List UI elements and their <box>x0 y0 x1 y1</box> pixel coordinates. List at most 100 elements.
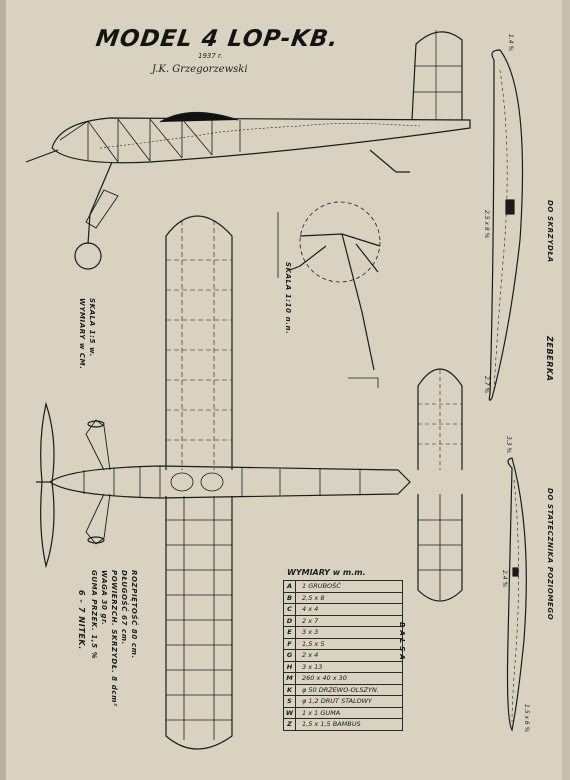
wing-section-profile <box>159 111 239 123</box>
row-value: φ 1,2 DRUT STALOWY <box>295 695 403 708</box>
tail-skid <box>369 149 410 173</box>
row-value: 3 x 3 <box>295 626 403 639</box>
stabilizer-rib-label: DO STATECZNIKA POZIOMEGO <box>546 488 554 621</box>
gear-right-top <box>85 493 111 545</box>
wheel <box>74 242 102 270</box>
wing-left-outline <box>165 215 233 470</box>
fuselage-side-outline <box>51 117 471 164</box>
wing-root-ring-right <box>200 472 224 492</box>
row-code: A <box>283 580 296 593</box>
fuselage-top-outline <box>48 465 411 499</box>
wheel-axle-strut <box>87 213 91 245</box>
fin-ribs <box>414 30 462 120</box>
spec-weight: WAGA 30 gr. <box>100 570 108 626</box>
row-code: W <box>283 706 296 719</box>
balsa-group: BALSA <box>398 596 422 682</box>
row-code: B <box>283 591 296 604</box>
wing-rib-lines <box>166 220 232 470</box>
rib-dim-2: 2.5 x 8 % <box>483 210 490 239</box>
spec-strands: 6 - 7 NITEK. <box>77 590 86 650</box>
page-title: MODEL 4 LOP-KB. <box>94 26 341 52</box>
stab-rib-inner <box>511 479 519 723</box>
landing-leg-front <box>341 233 375 371</box>
balsa-label: BALSA <box>398 622 406 663</box>
prop-blade-line <box>299 233 381 247</box>
wing-rib-label: DO SKRZYDŁA <box>546 200 554 263</box>
wing-rib-profile <box>488 49 524 401</box>
gear-left-top <box>85 419 111 471</box>
row-code: S <box>283 695 296 708</box>
row-code: D <box>283 614 296 627</box>
prop-disc <box>299 201 381 283</box>
vertical-fin <box>411 31 463 121</box>
fuselage-side-struts <box>59 118 241 163</box>
stabilizer-right <box>417 494 463 602</box>
propeller-top-view <box>40 401 55 569</box>
wing-rib-outline <box>488 49 524 401</box>
row-code: Z <box>283 718 296 731</box>
row-value: 3 x 13 <box>295 660 403 673</box>
row-value: 260 x 40 x 30 <box>295 672 403 685</box>
rib-dim-4: 3.3 % <box>505 436 512 454</box>
row-code: C <box>283 603 296 616</box>
wing-right-outline <box>165 496 233 750</box>
stabilizer-rib-profile <box>506 457 527 732</box>
designer-signature: J.K. Grzegorzewski <box>152 64 248 75</box>
row-value: 1,5 x 1,5 BAMBUS <box>295 718 403 731</box>
spec-rubber: GUMA PRZEK. 1,5 % <box>90 570 98 660</box>
row-code: M <box>283 672 296 685</box>
wheel-right-top <box>87 536 105 544</box>
fuselage-top-frames <box>83 466 361 498</box>
landing-leg-left <box>289 245 327 271</box>
stabilizer-left <box>417 368 463 470</box>
wheel-left-top <box>87 420 105 428</box>
dimensions-table-header: WYMIARY w m.m. <box>287 568 366 577</box>
rib-dim-3: 2.7 % <box>483 376 490 394</box>
row-code: E <box>283 626 296 639</box>
spec-wing-area: POWIERZCH. SKRZYDŁ. 8 dcm² <box>110 570 118 707</box>
row-value: φ 50 DRZEWO-OLSZYN. <box>295 683 403 696</box>
spec-wingspan: ROZPIĘTOŚĆ 80 cm. <box>130 570 138 659</box>
row-code: K <box>283 683 296 696</box>
strut-right <box>355 243 379 273</box>
rib-dim-5: 2.4 % <box>501 570 508 588</box>
row-code: H <box>283 660 296 673</box>
top-view <box>36 215 463 750</box>
propeller-shaft <box>25 149 59 163</box>
row-value: 1 GRUBOŚĆ <box>295 580 403 593</box>
row-value: 4 x 4 <box>295 603 403 616</box>
landing-gear-leg <box>89 161 113 215</box>
row-value: 1,5 x 5 <box>295 637 403 650</box>
wing-rib-spar <box>505 199 515 215</box>
ribs-label: ŻEBERKA <box>545 336 554 382</box>
propeller-front-view <box>277 201 381 388</box>
row-value: 1 x 1 GUMA <box>295 706 403 719</box>
motor-rubber-line <box>99 123 421 149</box>
wing-rib-inner <box>493 69 508 391</box>
spec-length: DŁUGOŚĆ 67 cm. <box>120 570 128 645</box>
wing-right-ribs <box>166 496 232 740</box>
wing-root-ring-left <box>170 472 194 492</box>
landing-gear-fairing <box>85 189 119 229</box>
row-code: G <box>283 649 296 662</box>
page-binding-edge <box>0 0 6 780</box>
page-right-edge <box>562 0 570 780</box>
row-value: 2,5 x 8 <box>295 591 403 604</box>
rib-dim-1: 1.4 % <box>507 34 514 52</box>
